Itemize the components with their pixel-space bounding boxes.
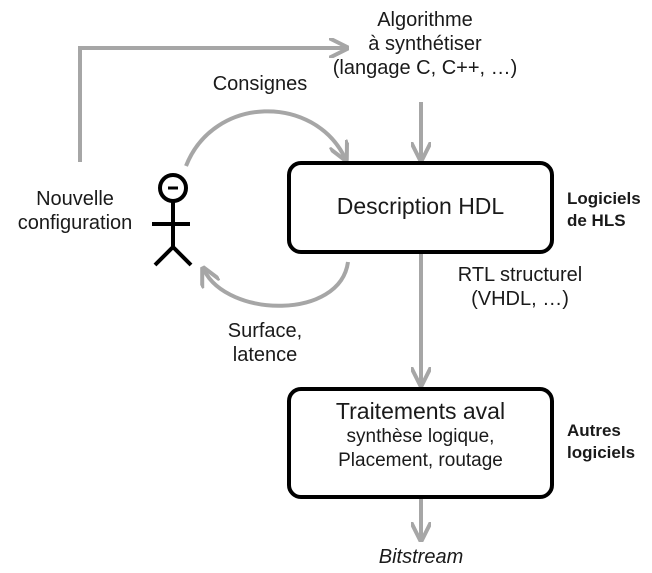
new-configuration-label: Nouvelle configuration [0, 187, 150, 235]
hls-software-line-1: Logiciels [567, 189, 641, 208]
hdl-box [287, 161, 554, 254]
rtl-line-1: RTL structurel [457, 264, 583, 286]
feedback-arrow-new-config [78, 48, 345, 162]
aval-box-title: Traitements aval [335, 398, 506, 424]
aval-box-line-1: synthèse logique, [346, 426, 495, 447]
hls-software-label: Logiciels de HLS [567, 188, 652, 232]
consignes-label: Consignes [212, 73, 308, 95]
aval-box [287, 387, 554, 499]
algorithm-line-2: à synthétiser [368, 33, 482, 55]
user-stick-figure-icon [152, 173, 193, 267]
aval-box-content: Traitements aval synthèse logique, Place… [289, 397, 552, 473]
new-configuration-line-2: configuration [17, 212, 133, 234]
hls-software-line-2: de HLS [567, 211, 626, 230]
algorithm-line-3: (langage C, C++, …) [332, 57, 518, 79]
surface-latency-line-2: latence [232, 344, 298, 366]
other-software-line-2: logiciels [567, 443, 636, 462]
rtl-label: RTL structurel (VHDL, …) [430, 263, 610, 311]
rtl-line-2: (VHDL, …) [471, 288, 569, 310]
arrow-surface-latence [204, 261, 350, 308]
algorithm-label: Algorithme à synthétiser (langage C, C++… [320, 8, 530, 80]
arrow-consignes [184, 109, 345, 167]
other-software-line-1: Autres [567, 421, 621, 440]
algorithm-line-1: Algorithme [377, 9, 473, 31]
hdl-box-title: Description HDL [336, 193, 505, 219]
other-software-label: Autres logiciels [567, 420, 652, 464]
new-configuration-line-1: Nouvelle [36, 188, 114, 210]
surface-latency-label: Surface, latence [205, 319, 325, 367]
surface-latency-line-1: Surface, [227, 320, 303, 342]
aval-box-line-2: Placement, routage [338, 450, 503, 471]
bitstream-label: Bitstream [378, 546, 464, 568]
